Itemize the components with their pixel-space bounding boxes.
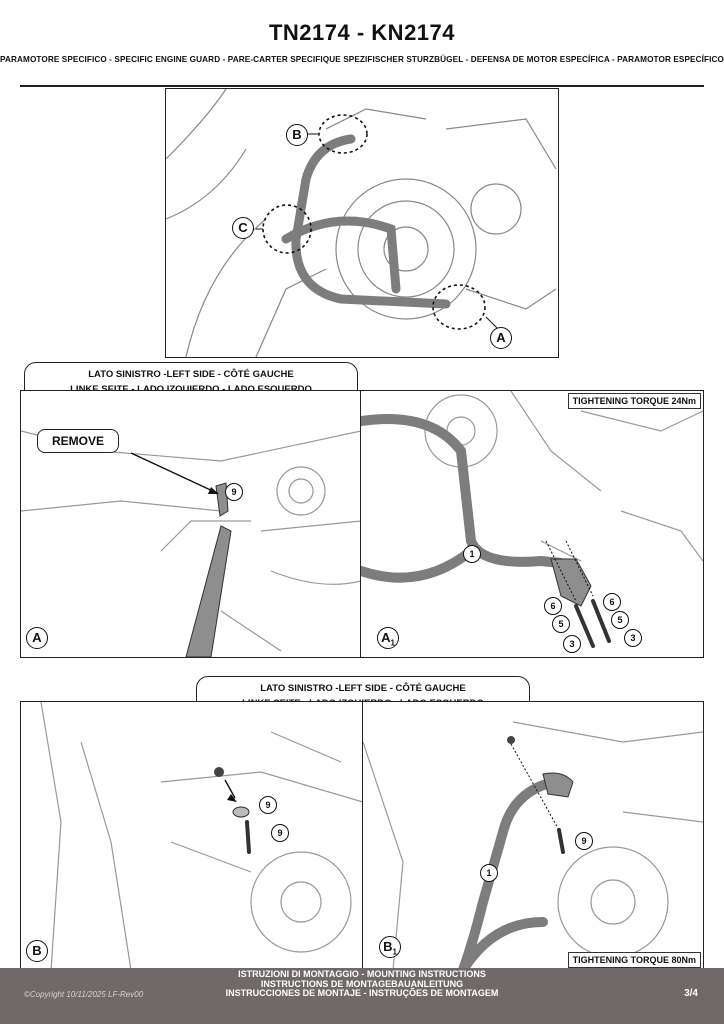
part-9-marker-bolt: 9 (271, 824, 289, 842)
callout-line1: LATO SINISTRO -LEFT SIDE - CÔTÉ GAUCHE (260, 683, 466, 694)
document-title: TN2174 - KN2174 (268, 20, 456, 45)
step-b1-label: B1 (379, 936, 401, 958)
part-9-marker: 9 (575, 832, 593, 850)
document-subtitle: PARAMOTORE SPECIFICO - SPECIFIC ENGINE G… (0, 55, 724, 64)
part-5-marker-left: 5 (552, 615, 570, 633)
step-b-label: B (26, 940, 48, 962)
part-5-marker-right: 5 (611, 611, 629, 629)
footer-instructions: ISTRUZIONI DI MONTAGGIO - MOUNTING INSTR… (0, 969, 724, 999)
part-1-marker: 1 (463, 545, 481, 563)
part-3-marker-left: 3 (563, 635, 581, 653)
torque-80nm: TIGHTENING TORQUE 80Nm (567, 952, 701, 968)
step-b-illustration: 9 9 B (20, 701, 364, 971)
overview-illustration: B C A (165, 88, 559, 358)
step-b1-drawing (363, 721, 703, 970)
torque-24nm: TIGHTENING TORQUE 24Nm (567, 393, 701, 409)
header-rule (20, 85, 704, 87)
part-6-marker-right: 6 (603, 593, 621, 611)
label-a-marker: A (490, 327, 512, 349)
step-b1-letter: B (383, 939, 393, 954)
step-a-label: A (26, 627, 48, 649)
footer-line2: INSTRUCTIONS DE MONTAGEBAUANLEITUNG (260, 978, 464, 989)
part-3-marker-right: 3 (624, 629, 642, 647)
step-a1-drawing (361, 391, 703, 648)
footer-bar: ISTRUZIONI DI MONTAGGIO - MOUNTING INSTR… (0, 968, 724, 1024)
step-a1-letter: A (381, 630, 391, 645)
copyright: ©Copyright 10/11/2025 LF-Rev00 (24, 990, 144, 999)
part-1-marker: 1 (480, 864, 498, 882)
step-b1-subscript: 1 (392, 947, 397, 957)
step-b-drawing (40, 702, 363, 970)
page-number: 3/4 (684, 988, 698, 999)
part-9-marker: 9 (225, 483, 243, 501)
overview-drawing (166, 89, 557, 357)
callout-line2: LINKE SEITE - LADO IZQUIERDO - LADO ESQU… (25, 382, 357, 397)
step-a1-subscript: 1 (390, 638, 395, 648)
part-6-marker-left: 6 (544, 597, 562, 615)
footer-line1: ISTRUZIONI DI MONTAGGIO - MOUNTING INSTR… (238, 969, 486, 979)
step-a-illustration: REMOVE 9 A (20, 390, 362, 658)
step-b1-illustration: 9 1 TIGHTENING TORQUE 80Nm B1 (362, 701, 704, 971)
callout-line1: LATO SINISTRO -LEFT SIDE - CÔTÉ GAUCHE (88, 369, 294, 380)
remove-label: REMOVE (37, 429, 120, 453)
label-c-marker: C (232, 217, 254, 239)
step-a1-illustration: TIGHTENING TORQUE 24Nm 1 6 6 5 5 3 3 A1 (360, 390, 704, 658)
part-9-marker-washer: 9 (259, 796, 277, 814)
footer-line3: INSTRUCCIONES DE MONTAJE - INSTRUÇÕES DE… (225, 988, 499, 998)
label-b-marker: B (286, 124, 308, 146)
step-a1-label: A1 (377, 627, 399, 649)
